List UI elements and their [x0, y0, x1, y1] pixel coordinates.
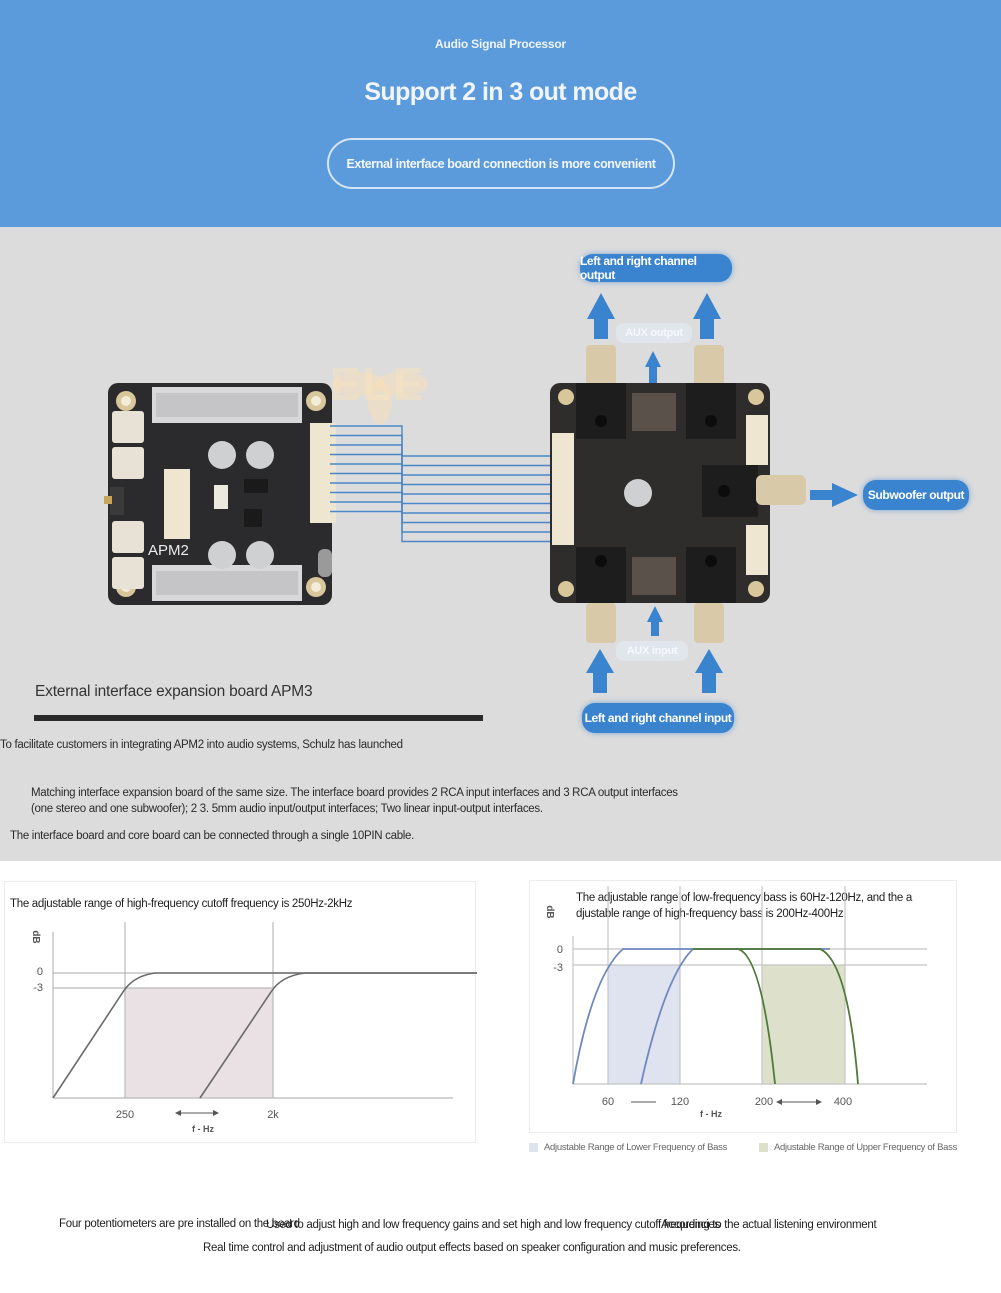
interface-board-apm3: [550, 345, 806, 643]
hero-subtitle-pill: External interface board connection is m…: [327, 138, 675, 189]
chart-2-legend-upper: Adjustable Range of Upper Frequency of B…: [759, 1142, 957, 1153]
curve-250hz: [52, 972, 477, 1099]
shaded-range: [125, 988, 273, 1098]
product-diagram-section: ELE APM2: [0, 227, 1001, 861]
footer-line-2: Real time control and adjustment of audi…: [203, 1242, 741, 1254]
section-underline: [34, 715, 483, 721]
description-line-4: The interface board and core board can b…: [10, 830, 415, 842]
arrow-up-left-output-icon: [587, 293, 615, 339]
curve-2khz: [199, 972, 477, 1099]
chart-bass-range: 0 -3 60 120 200 400 dB f - Hz: [544, 886, 927, 1119]
description-line-2: Matching interface expansion board of th…: [31, 787, 678, 799]
y-tick-0: 0: [37, 966, 43, 978]
legend-swatch-upper: [759, 1143, 768, 1152]
curve-120hz: [640, 948, 740, 1085]
cable-wire: [330, 510, 555, 543]
y-tick-0: 0: [557, 944, 563, 956]
footer-seg-2: Used to adjust high and low frequency ga…: [266, 1219, 720, 1231]
chart-1-title: The adjustable range of high-frequency c…: [10, 898, 353, 910]
hero-title: Support 2 in 3 out mode: [364, 78, 637, 106]
shaded-range-upper: [762, 965, 845, 1084]
range-arrow-right-icon: [213, 1110, 219, 1116]
curve-60hz: [572, 948, 830, 1085]
arrow-up-aux-output-icon: [645, 351, 661, 383]
range-arrow-left-icon: [175, 1110, 181, 1116]
range-arrow-right-icon: [816, 1099, 822, 1105]
y-axis-label: dB: [30, 930, 41, 943]
x-axis-label: f - Hz: [700, 1109, 722, 1119]
x-axis-label: f - Hz: [192, 1124, 214, 1134]
arrow-up-right-output-icon: [693, 293, 721, 339]
description-line-3: (one stereo and one subwoofer); 2 3. 5mm…: [31, 803, 543, 815]
core-board-apm2: APM2: [104, 383, 336, 605]
label-aux-input: AUX input: [616, 641, 688, 661]
chart-bass-range-panel: The adjustable range of low-frequency ba…: [529, 880, 957, 1133]
hero-banner: Audio Signal Processor Support 2 in 3 ou…: [0, 0, 1001, 227]
footer-seg-1: Four potentiometers are pre installed on…: [59, 1218, 300, 1230]
x-tick-120: 120: [671, 1096, 689, 1108]
legend-swatch-lower: [529, 1143, 538, 1152]
footer-seg-3: According to the actual listening enviro…: [661, 1219, 877, 1231]
chart-high-cutoff-panel: The adjustable range of high-frequency c…: [4, 881, 477, 1143]
arrows-layer: [586, 293, 858, 693]
watermark-bee-logo: [332, 372, 428, 424]
section-title: External interface expansion board APM3: [35, 683, 313, 700]
x-tick-200: 200: [755, 1096, 773, 1108]
label-subwoofer-output: Subwoofer output: [863, 480, 969, 510]
label-lr-output: Left and right channel output: [580, 254, 732, 282]
label-aux-output: AUX output: [616, 323, 692, 343]
x-tick-2k: 2k: [267, 1109, 279, 1121]
arrow-up-aux-input-icon: [647, 606, 663, 636]
silkscreen-label: APM2: [148, 542, 189, 559]
ribbon-cable-10pin: [330, 425, 555, 543]
chart-2-title-line-2: djustable range of high-frequency bass i…: [576, 908, 844, 920]
arrow-right-subwoofer-icon: [810, 483, 858, 507]
label-lr-input: Left and right channel input: [582, 703, 734, 733]
description-line-1: To facilitate customers in integrating A…: [0, 739, 403, 751]
x-tick-250: 250: [116, 1109, 134, 1121]
arrow-up-right-input-icon: [695, 649, 723, 693]
x-tick-400: 400: [834, 1096, 852, 1108]
x-tick-60: 60: [602, 1096, 614, 1108]
legend-label-upper: Adjustable Range of Upper Frequency of B…: [774, 1142, 958, 1153]
range-arrow-left-icon: [776, 1099, 782, 1105]
curve-400hz: [740, 948, 859, 1085]
legend-label-lower: Adjustable Range of Lower Frequency of B…: [544, 1142, 728, 1153]
watermark-text: ELE: [330, 358, 426, 410]
curve-200hz: [693, 948, 776, 1085]
chart-2-legend-lower: Adjustable Range of Lower Frequency of B…: [529, 1142, 727, 1153]
hero-kicker: Audio Signal Processor: [435, 37, 566, 51]
chart-2-title-line-1: The adjustable range of low-frequency ba…: [576, 892, 912, 904]
shaded-range-lower: [608, 965, 680, 1084]
y-axis-label: dB: [544, 905, 555, 918]
y-tick-minus3: -3: [33, 982, 43, 994]
y-tick-minus3: -3: [553, 962, 563, 974]
chart-high-cutoff: 0 -3 250 2k dB f - Hz: [30, 922, 477, 1134]
arrow-up-left-input-icon: [586, 649, 614, 693]
